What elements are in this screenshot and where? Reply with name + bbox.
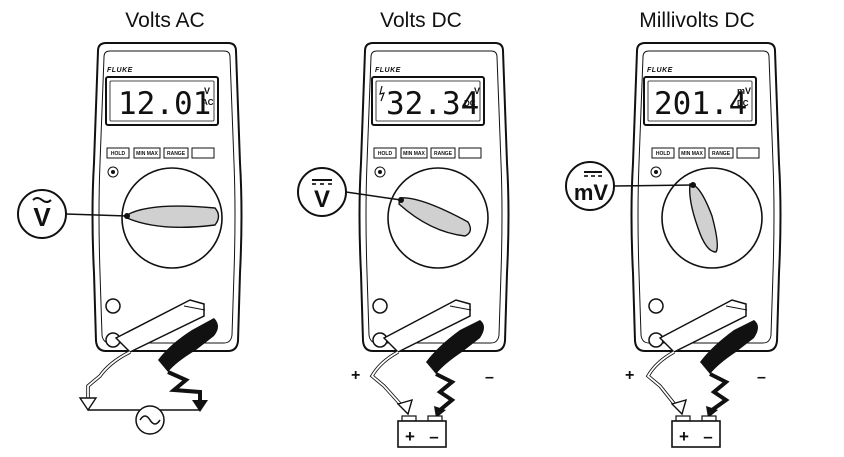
button-row: HOLD MIN MAX RANGE: [106, 147, 215, 159]
battery-plus: +: [679, 427, 689, 446]
minus-sign: –: [757, 369, 766, 386]
callout-bubble: V: [17, 189, 128, 239]
minmax-button[interactable]: MIN MAX: [400, 147, 428, 159]
plus-sign: +: [351, 367, 360, 384]
arrow-icon: [434, 406, 446, 418]
minus-sign: –: [485, 369, 494, 386]
battery: + –: [397, 415, 447, 448]
lcd-display: 32.34 V DC: [371, 76, 485, 126]
input-jacks: [648, 298, 664, 348]
rotary-dial[interactable]: [387, 167, 489, 269]
hold-button[interactable]: HOLD: [651, 147, 675, 159]
plus-sign: +: [625, 367, 634, 384]
callout-bubble: mV: [565, 161, 694, 211]
lcd-reading: 201.4: [654, 86, 747, 122]
input-jack-com[interactable]: [372, 332, 388, 348]
minmax-button[interactable]: MIN MAX: [678, 147, 706, 159]
lcd-unit-top: V: [204, 86, 210, 96]
callout-label: V: [33, 202, 51, 232]
lcd-reading: 32.34: [386, 86, 479, 122]
lcd-unit-top: mV: [737, 86, 751, 96]
panel-title: Volts AC: [125, 9, 204, 32]
svg-text:RANGE: RANGE: [167, 151, 186, 157]
svg-text:HOLD: HOLD: [111, 151, 126, 157]
blank-button[interactable]: [191, 147, 215, 159]
panel-volts-dc: Volts DC FLUKE 32.34 V DC HOLD MIN MAX: [297, 9, 510, 448]
svg-text:MIN MAX: MIN MAX: [136, 151, 158, 157]
lcd-unit-bottom: DC: [737, 99, 749, 108]
lcd-unit-top: V: [474, 86, 480, 96]
dc-symbol-icon: [584, 171, 602, 177]
svg-text:HOLD: HOLD: [378, 151, 393, 157]
range-button[interactable]: RANGE: [708, 147, 734, 159]
svg-text:RANGE: RANGE: [434, 151, 453, 157]
panel-volts-ac: Volts AC FLUKE 12.01 V AC HOLD MIN MAX R…: [17, 9, 243, 435]
test-probe-black[interactable]: [700, 320, 758, 418]
button-row: HOLD MIN MAX RANGE: [651, 147, 760, 159]
ac-source-icon: [139, 415, 161, 425]
lcd-unit-bottom: DC: [464, 99, 476, 108]
test-probe-black[interactable]: [158, 318, 218, 412]
svg-text:RANGE: RANGE: [712, 151, 731, 157]
panel-title: Millivolts DC: [639, 9, 755, 32]
minmax-button[interactable]: MIN MAX: [133, 147, 161, 159]
input-jack-volts[interactable]: [372, 298, 388, 314]
input-jacks: [372, 298, 388, 348]
arrow-icon: [670, 398, 688, 416]
ac-source: [88, 405, 200, 435]
backlight-icon[interactable]: [374, 166, 386, 178]
test-probe-red[interactable]: [78, 299, 206, 412]
lcd-reading: 12.01: [118, 86, 211, 122]
arrow-down-icon: [192, 400, 208, 412]
test-probe-red[interactable]: [645, 299, 748, 416]
battery-minus: –: [429, 427, 438, 446]
input-jack-com[interactable]: [648, 332, 664, 348]
brand-logo: FLUKE: [107, 67, 133, 74]
high-voltage-icon: [379, 85, 385, 102]
blank-button[interactable]: [458, 147, 482, 159]
callout-label: V: [314, 186, 330, 213]
brand-logo: FLUKE: [647, 67, 673, 74]
battery-minus: –: [703, 427, 712, 446]
callout-bubble: V: [297, 167, 402, 217]
input-jack-volts[interactable]: [648, 298, 664, 314]
input-jack-volts[interactable]: [105, 298, 121, 314]
ac-tilde-icon: [32, 197, 52, 203]
arrow-down-icon: [78, 397, 98, 412]
panel-title: Volts DC: [380, 9, 462, 32]
dc-symbol-icon: [312, 179, 332, 185]
input-jacks: [105, 298, 121, 348]
rotary-dial[interactable]: [661, 167, 763, 269]
panel-millivolts-dc: Millivolts DC FLUKE 201.4 mV DC HOLD MIN…: [565, 9, 782, 448]
arrow-icon: [706, 406, 718, 418]
svg-text:HOLD: HOLD: [656, 151, 671, 157]
lcd-unit-bottom: AC: [202, 98, 214, 107]
blank-button[interactable]: [736, 147, 760, 159]
hold-button[interactable]: HOLD: [106, 147, 130, 159]
svg-text:MIN MAX: MIN MAX: [403, 151, 425, 157]
backlight-icon[interactable]: [107, 166, 119, 178]
svg-text:MIN MAX: MIN MAX: [681, 151, 703, 157]
battery: + –: [671, 415, 721, 448]
range-button[interactable]: RANGE: [430, 147, 456, 159]
callout-label: mV: [574, 180, 609, 205]
range-button[interactable]: RANGE: [163, 147, 189, 159]
backlight-icon[interactable]: [650, 166, 662, 178]
lcd-display: 12.01 V AC: [105, 76, 219, 126]
battery-plus: +: [405, 427, 415, 446]
arrow-icon: [396, 398, 414, 416]
test-probe-black[interactable]: [426, 320, 484, 418]
brand-logo: FLUKE: [375, 67, 401, 74]
rotary-dial[interactable]: [121, 167, 223, 269]
test-probe-red[interactable]: [369, 299, 472, 416]
lcd-display: 201.4 mV DC: [643, 76, 757, 126]
button-row: HOLD MIN MAX RANGE: [373, 147, 482, 159]
hold-button[interactable]: HOLD: [373, 147, 397, 159]
